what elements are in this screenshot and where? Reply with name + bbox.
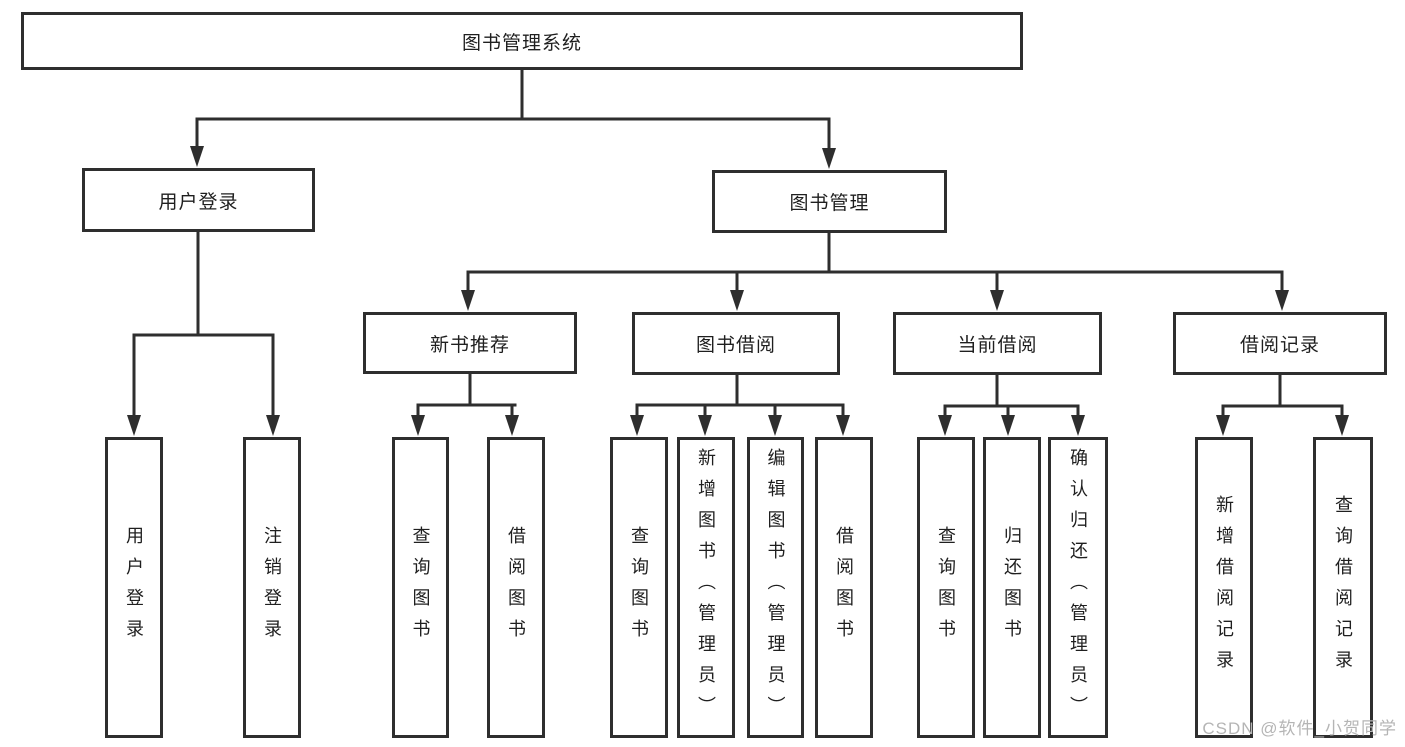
leaf-add-borrow-record-label: 新增借阅记录 xyxy=(1214,494,1234,681)
leaf-confirm-return-admin: 确认归还（管理员） xyxy=(1048,437,1108,738)
leaf-logout-label: 注销登录 xyxy=(262,525,282,650)
leaf-edit-book-admin: 编辑图书（管理员） xyxy=(747,437,804,738)
leaf-user-login-label: 用户登录 xyxy=(124,525,144,650)
node-book-management-label: 图书管理 xyxy=(789,193,870,214)
node-system-root: 图书管理系统 xyxy=(21,12,1023,70)
leaf-add-borrow-record: 新增借阅记录 xyxy=(1195,437,1253,738)
connector-borrowrecord-to-leaves xyxy=(1221,375,1344,421)
node-borrow-record: 借阅记录 xyxy=(1173,312,1387,375)
leaf-newbook-borrow-books: 借阅图书 xyxy=(487,437,545,738)
leaf-user-login: 用户登录 xyxy=(105,437,163,738)
leaf-current-query-books: 查询图书 xyxy=(917,437,975,738)
connector-bookborrow-to-leaves xyxy=(635,375,845,421)
node-current-borrow-label: 当前借阅 xyxy=(957,335,1038,356)
connector-bookmgmt-to-level2 xyxy=(466,233,1284,296)
leaf-logout: 注销登录 xyxy=(243,437,301,738)
node-new-book-recommend: 新书推荐 xyxy=(363,312,577,374)
leaf-newbook-borrow-books-label: 借阅图书 xyxy=(506,525,526,650)
leaf-newbook-query-books-label: 查询图书 xyxy=(410,525,431,650)
node-book-management: 图书管理 xyxy=(712,170,947,233)
connector-currentborrow-to-leaves xyxy=(943,375,1080,421)
connector-newbook-to-leaves xyxy=(416,374,517,421)
leaf-confirm-return-admin-label: 确认归还（管理员） xyxy=(1068,448,1088,727)
leaf-add-book-admin-label: 新增图书（管理员） xyxy=(696,448,716,727)
node-book-borrow-label: 图书借阅 xyxy=(695,335,776,356)
node-user-login-label: 用户登录 xyxy=(158,191,239,213)
leaf-add-book-admin: 新增图书（管理员） xyxy=(677,437,735,738)
leaf-borrow-query-books-label: 查询图书 xyxy=(629,525,649,650)
leaf-edit-book-admin-label: 编辑图书（管理员） xyxy=(765,448,786,727)
node-new-book-recommend-label: 新书推荐 xyxy=(429,334,510,356)
csdn-watermark: CSDN @软件_小贺同学 xyxy=(1202,719,1397,738)
arrowheads xyxy=(127,146,1349,436)
connector-root-to-level1 xyxy=(195,70,831,154)
node-user-login: 用户登录 xyxy=(82,168,315,232)
node-book-borrow: 图书借阅 xyxy=(632,312,840,375)
leaf-query-borrow-record-label: 查询借阅记录 xyxy=(1333,494,1353,681)
leaf-newbook-query-books: 查询图书 xyxy=(392,437,449,738)
leaf-borrow-borrow-books-label: 借阅图书 xyxy=(834,525,854,650)
node-borrow-record-label: 借阅记录 xyxy=(1239,335,1320,356)
connector-userlogin-to-leaves xyxy=(132,232,275,421)
leaf-current-query-books-label: 查询图书 xyxy=(936,525,956,650)
leaf-return-books-label: 归还图书 xyxy=(1002,525,1022,650)
leaf-query-borrow-record: 查询借阅记录 xyxy=(1313,437,1373,738)
leaf-borrow-borrow-books: 借阅图书 xyxy=(815,437,873,738)
leaf-borrow-query-books: 查询图书 xyxy=(610,437,668,738)
node-current-borrow: 当前借阅 xyxy=(893,312,1102,375)
leaf-return-books: 归还图书 xyxy=(983,437,1041,738)
node-system-root-label: 图书管理系统 xyxy=(461,32,582,54)
